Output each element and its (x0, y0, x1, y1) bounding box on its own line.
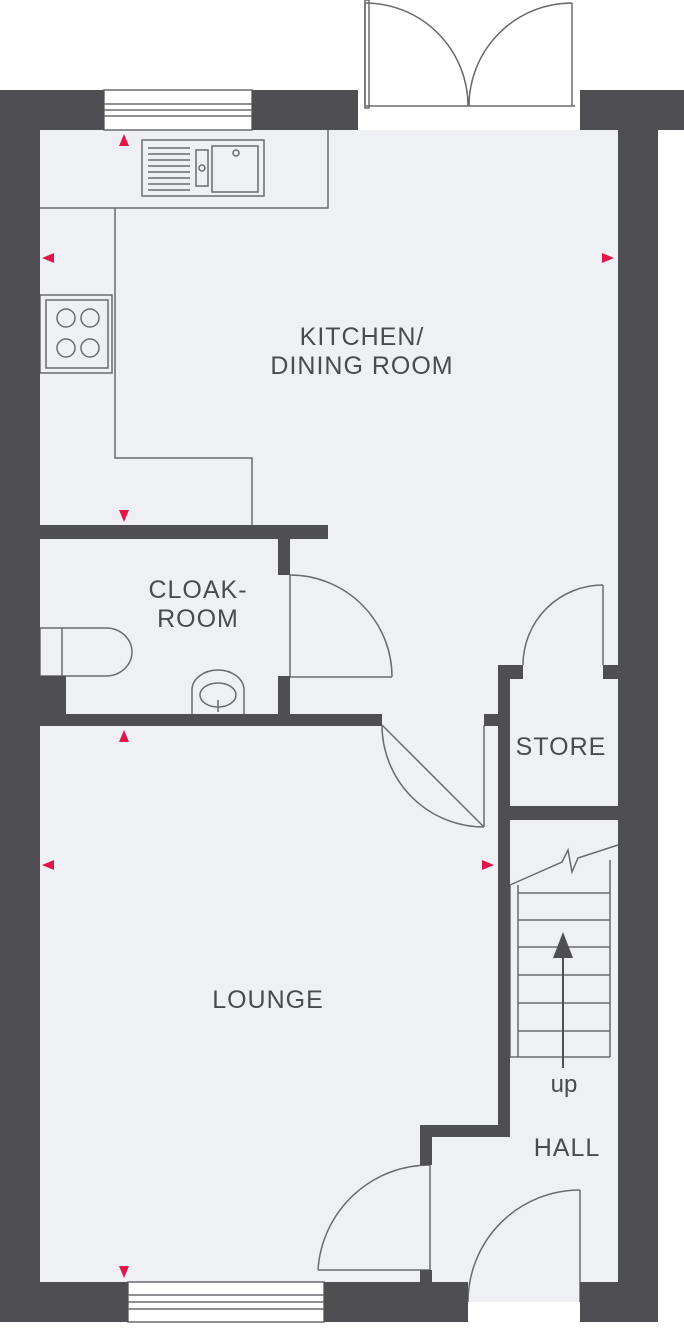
stairs-up-label: up (551, 1071, 578, 1098)
cloakroom-label-line2: ROOM (157, 605, 239, 633)
sink-icon (141, 139, 265, 197)
dimension-marker-icon (42, 134, 614, 1278)
door-swing-icon (289, 0, 604, 1303)
kitchen-label-line2: DINING ROOM (270, 352, 453, 380)
kitchen-label-line1: KITCHEN/ (300, 323, 425, 351)
basin-icon (191, 669, 245, 714)
lounge-label: LOUNGE (212, 986, 324, 1014)
window-icon (127, 1281, 325, 1323)
stairs-arrow-icon (553, 932, 573, 1068)
window-icon (103, 89, 253, 131)
kitchen-worktop (40, 130, 329, 525)
store-label: STORE (516, 733, 607, 761)
hall-label: HALL (534, 1134, 601, 1162)
hob-icon (39, 294, 113, 374)
cloakroom-label-line1: CLOAK- (148, 576, 247, 604)
walls (0, 90, 684, 1322)
floor-area (40, 130, 618, 1282)
